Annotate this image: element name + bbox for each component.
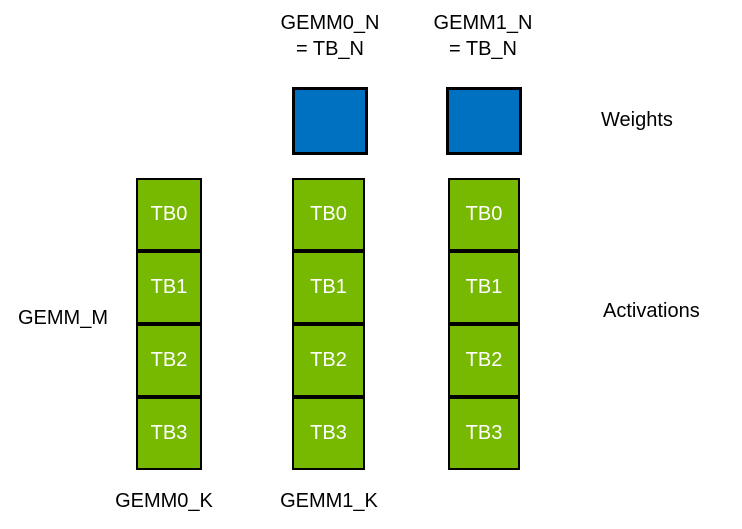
gemm1-n-line1: GEMM1_N [433, 12, 533, 34]
tb3-cell: TB3 [292, 397, 365, 470]
gemm1-weights-block [446, 87, 522, 155]
gemm0-n-line1: GEMM0_N [280, 12, 380, 34]
tb3-label: TB3 [150, 422, 188, 444]
gemm0-k-label: GEMM0_K [115, 490, 213, 512]
activations-label: Activations [603, 300, 700, 322]
tb2-cell: TB2 [448, 324, 520, 397]
activations-column-2: TB0 TB1 TB2 TB3 [448, 178, 520, 470]
tb0-cell: TB0 [136, 178, 202, 251]
tb1-cell: TB1 [448, 251, 520, 324]
tb1-cell: TB1 [136, 251, 202, 324]
tb2-label: TB2 [150, 349, 188, 371]
tb0-label: TB0 [465, 203, 503, 225]
gemm0-n-line2: = TB_N [296, 38, 364, 60]
tb3-label: TB3 [465, 422, 503, 444]
tb3-cell: TB3 [136, 397, 202, 470]
gemm-m-label: GEMM_M [18, 307, 108, 329]
weights-label: Weights [601, 109, 673, 131]
tb0-cell: TB0 [448, 178, 520, 251]
tb2-cell: TB2 [292, 324, 365, 397]
gemm0-weights-block [292, 87, 368, 155]
tb1-label: TB1 [150, 276, 188, 298]
tb1-label: TB1 [310, 276, 347, 298]
tb0-label: TB0 [310, 203, 347, 225]
tb1-cell: TB1 [292, 251, 365, 324]
tb3-cell: TB3 [448, 397, 520, 470]
tb2-label: TB2 [465, 349, 503, 371]
tb3-label: TB3 [310, 422, 347, 444]
tb2-cell: TB2 [136, 324, 202, 397]
activations-column-0: TB0 TB1 TB2 TB3 [136, 178, 202, 470]
gemm1-n-line2: = TB_N [449, 38, 517, 60]
tb2-label: TB2 [310, 349, 347, 371]
gemm1-n-header-label: GEMM1_N = TB_N [408, 10, 558, 62]
activations-column-1: TB0 TB1 TB2 TB3 [292, 178, 365, 470]
tb0-cell: TB0 [292, 178, 365, 251]
tb1-label: TB1 [465, 276, 503, 298]
gemm1-k-label: GEMM1_K [280, 490, 378, 512]
tb0-label: TB0 [150, 203, 188, 225]
gemm0-n-header-label: GEMM0_N = TB_N [255, 10, 405, 62]
